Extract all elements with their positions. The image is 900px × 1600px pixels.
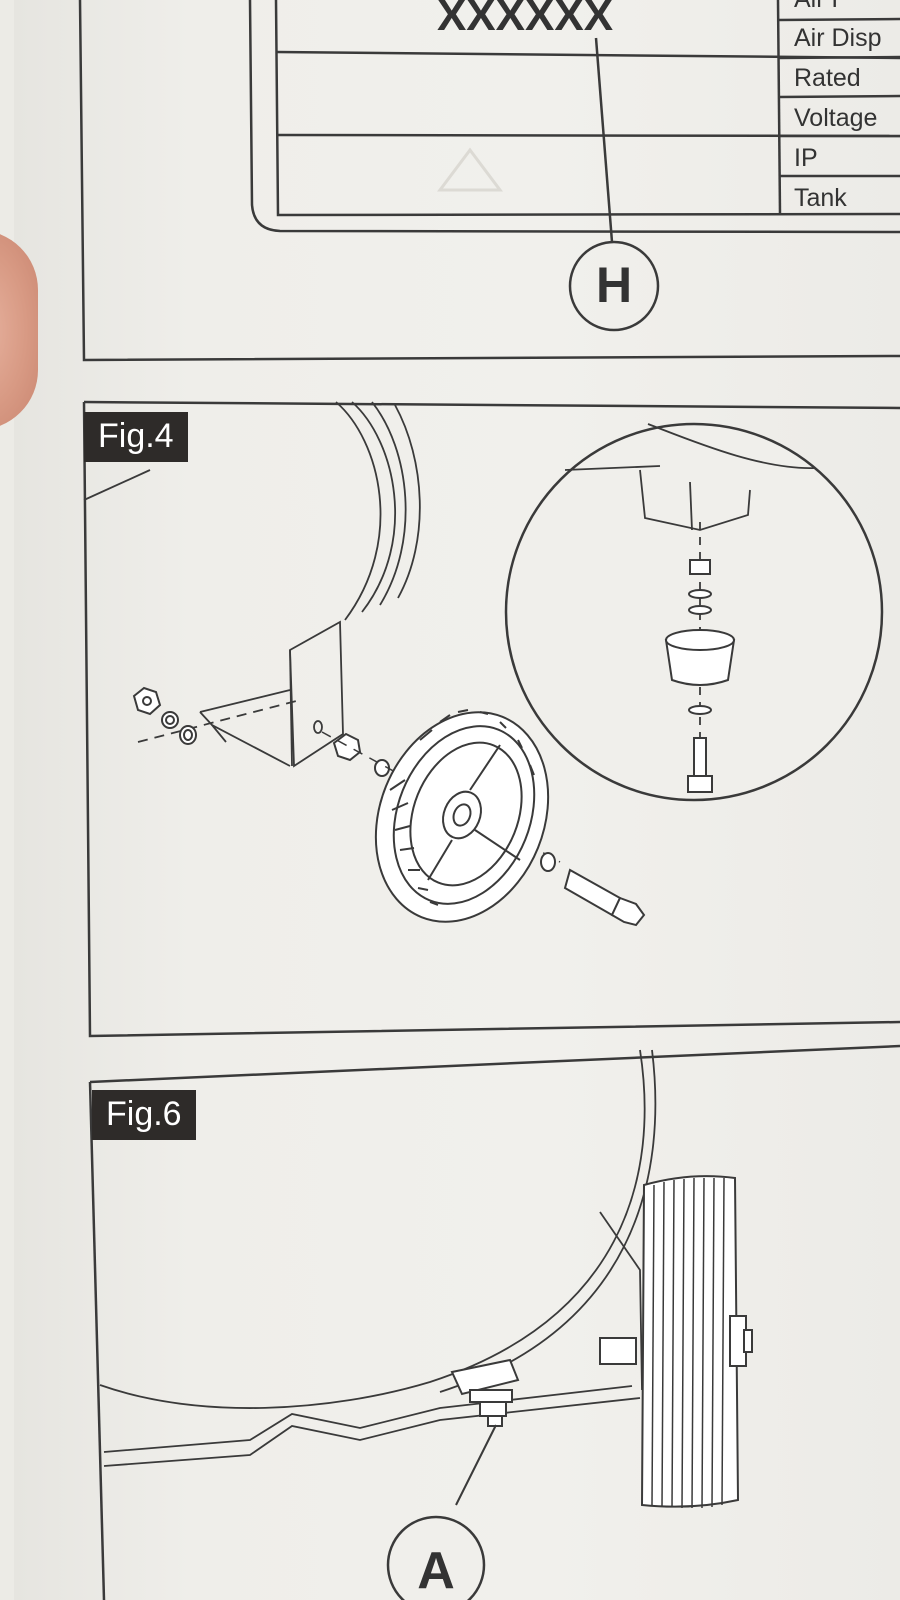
callout-a-circle: [386, 1515, 486, 1600]
fig4-axle-bolt: [540, 852, 646, 927]
fig4-frame: [82, 400, 900, 1038]
nameplate-section-frame: [78, 0, 900, 362]
fig6-wheel: [599, 1175, 753, 1508]
nameplate-inner-frame: [274, 0, 900, 217]
nameplate-outer-frame: [248, 0, 900, 234]
fig4-tyre-tread: [389, 709, 535, 906]
thumb: [0, 230, 38, 430]
callout-h-letter: H: [596, 257, 632, 313]
spec-label-air-flow: Air F: [794, 0, 847, 13]
fig6-drain-valve: [450, 1358, 520, 1427]
spec-label-voltage: Voltage: [794, 104, 877, 132]
fig6-tank-drawing: [99, 1049, 657, 1467]
fig6-frame: [88, 1044, 900, 1600]
fig4-detail-circle: [504, 422, 884, 802]
callout-a-letter: A: [417, 1542, 455, 1600]
spec-label-tank: Tank: [794, 184, 847, 212]
fig4-label: Fig.4: [84, 412, 188, 462]
fig4-tank-drawing: [83, 401, 421, 768]
nameplate-model-code: XXXXXX: [437, 0, 613, 40]
spec-label-rated: Rated: [794, 64, 861, 92]
fig6-tyre-ridges: [651, 1177, 725, 1509]
fig6-label: Fig.6: [92, 1090, 196, 1140]
spec-label-air-disp: Air Disp: [794, 24, 882, 52]
fig4-hardware-left: [132, 686, 390, 777]
fig4-wheel: [374, 711, 550, 923]
spec-label-ip: IP: [794, 144, 818, 172]
